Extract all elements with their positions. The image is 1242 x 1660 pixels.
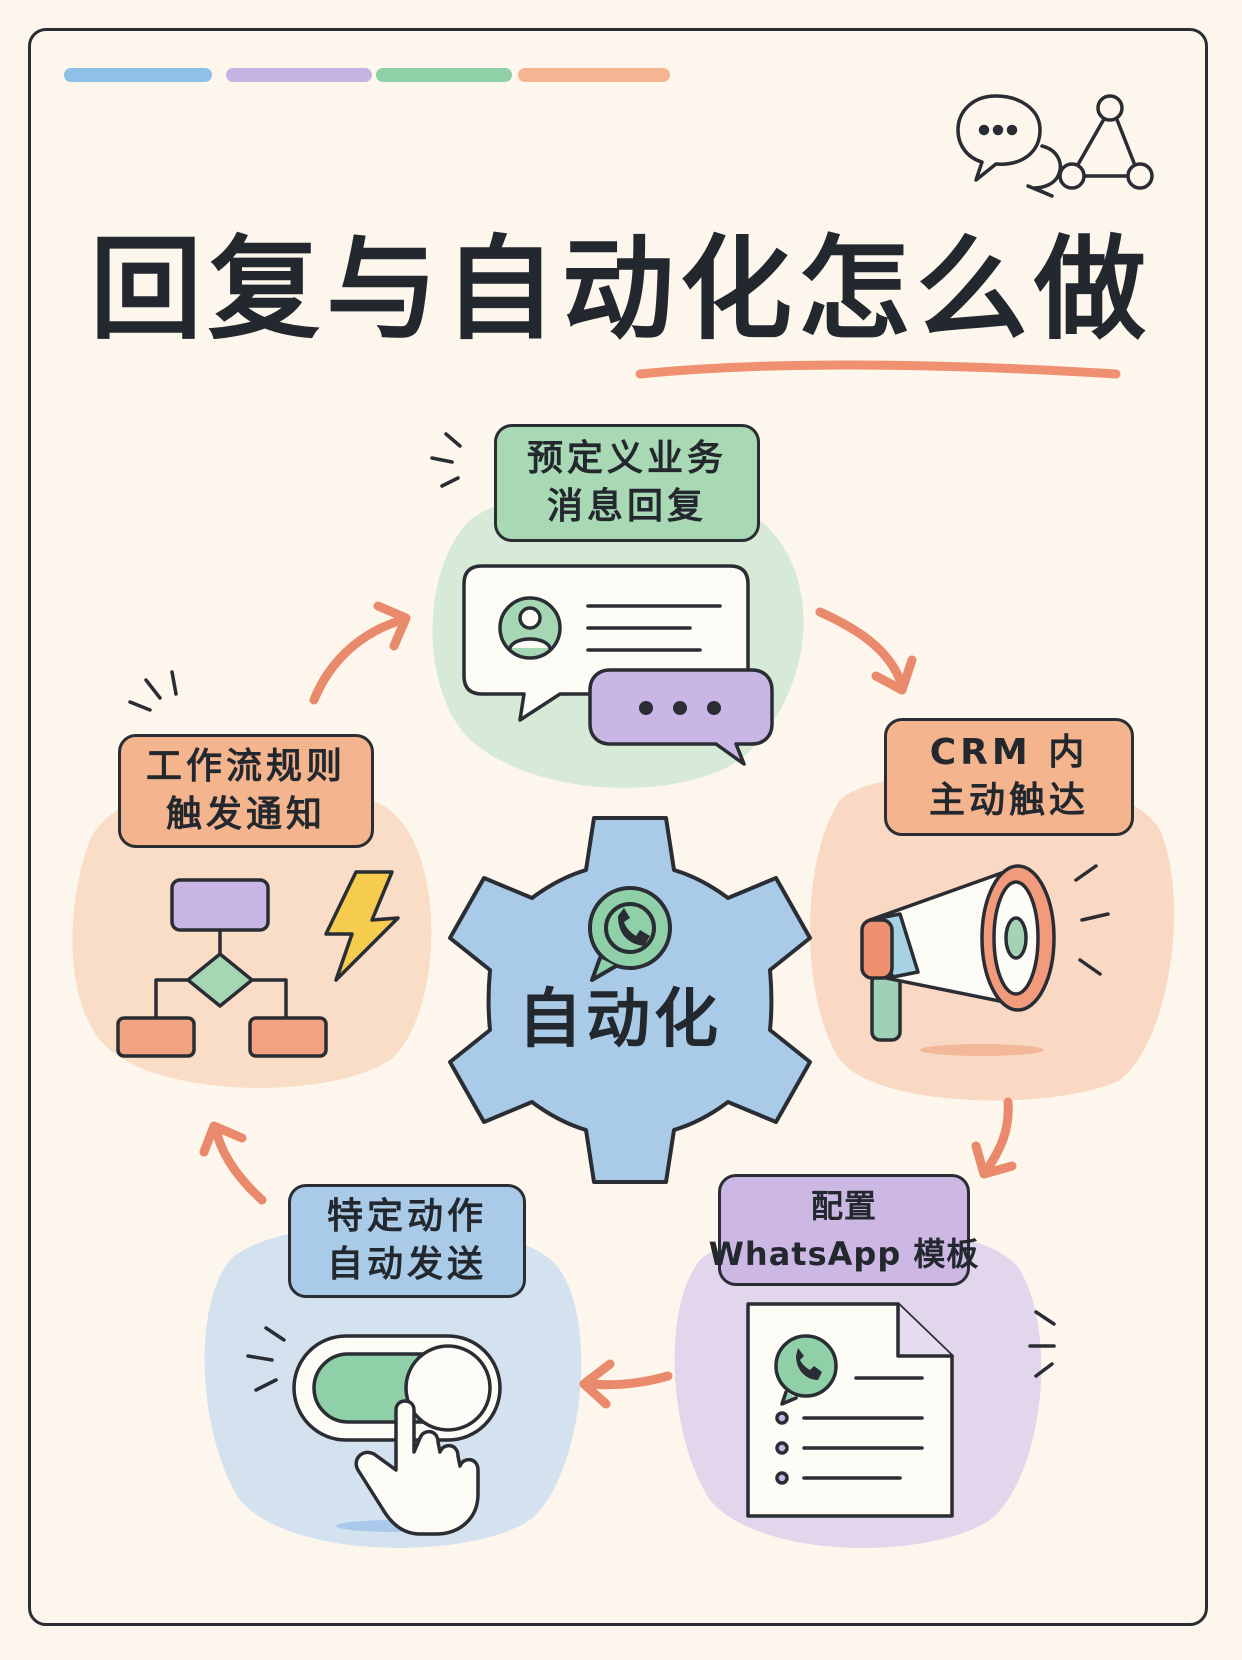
- step-label-workflow: 工作流规则 触发通知: [118, 734, 374, 848]
- chat-network-icon: [956, 94, 1154, 198]
- cycle-arrows: [199, 601, 1017, 1409]
- toggle-switch-icon: [292, 1334, 502, 1536]
- step-label-line1: CRM 内: [929, 732, 1089, 773]
- step-label-action: 特定动作 自动发送: [288, 1184, 526, 1298]
- arrow-workflow-to-reply: [309, 615, 407, 705]
- lightning-icon: [324, 870, 400, 982]
- color-bar-orange: [518, 68, 670, 82]
- color-bar-green: [376, 68, 512, 82]
- color-bar-blue: [64, 68, 212, 82]
- gear-icon: [448, 816, 812, 1184]
- color-bar-purple: [226, 68, 372, 82]
- step-label-line2: WhatsApp 模板: [708, 1235, 980, 1273]
- step-label-line2: 主动触达: [928, 780, 1089, 821]
- step-label-line2: 自动发送: [326, 1244, 487, 1285]
- whatsapp-icon: [588, 886, 672, 982]
- step-label-line1: 工作流规则: [145, 746, 346, 787]
- arrow-template-to-action: [585, 1371, 673, 1390]
- flowchart-icon: [116, 870, 400, 1058]
- blob-orange-left: [72, 778, 432, 1088]
- decorative-ticks: [128, 432, 1110, 1392]
- step-label-crm: CRM 内 主动触达: [884, 718, 1134, 836]
- center-label: 自动化: [518, 983, 722, 1057]
- step-label-reply: 预定义业务 消息回复: [494, 424, 760, 542]
- step-label-line2: 消息回复: [546, 486, 707, 527]
- step-label-line1: 特定动作: [326, 1196, 487, 1237]
- arrow-crm-to-template: [983, 1097, 1013, 1173]
- title-underline: [635, 360, 1121, 379]
- megaphone-icon: [860, 864, 1056, 1056]
- step-label-line1: 预定义业务: [526, 438, 727, 479]
- step-label-line2: 触发通知: [165, 794, 326, 835]
- page-title: 回复与自动化怎么做: [90, 225, 1152, 355]
- chat-bubbles-icon: [462, 564, 774, 766]
- arrow-action-to-workflow: [211, 1125, 267, 1205]
- step-label-template: 配置 WhatsApp 模板: [709, 1174, 978, 1286]
- step-label-line1: 配置: [810, 1187, 877, 1225]
- arrow-reply-to-crm: [815, 607, 905, 685]
- document-icon: [746, 1302, 954, 1518]
